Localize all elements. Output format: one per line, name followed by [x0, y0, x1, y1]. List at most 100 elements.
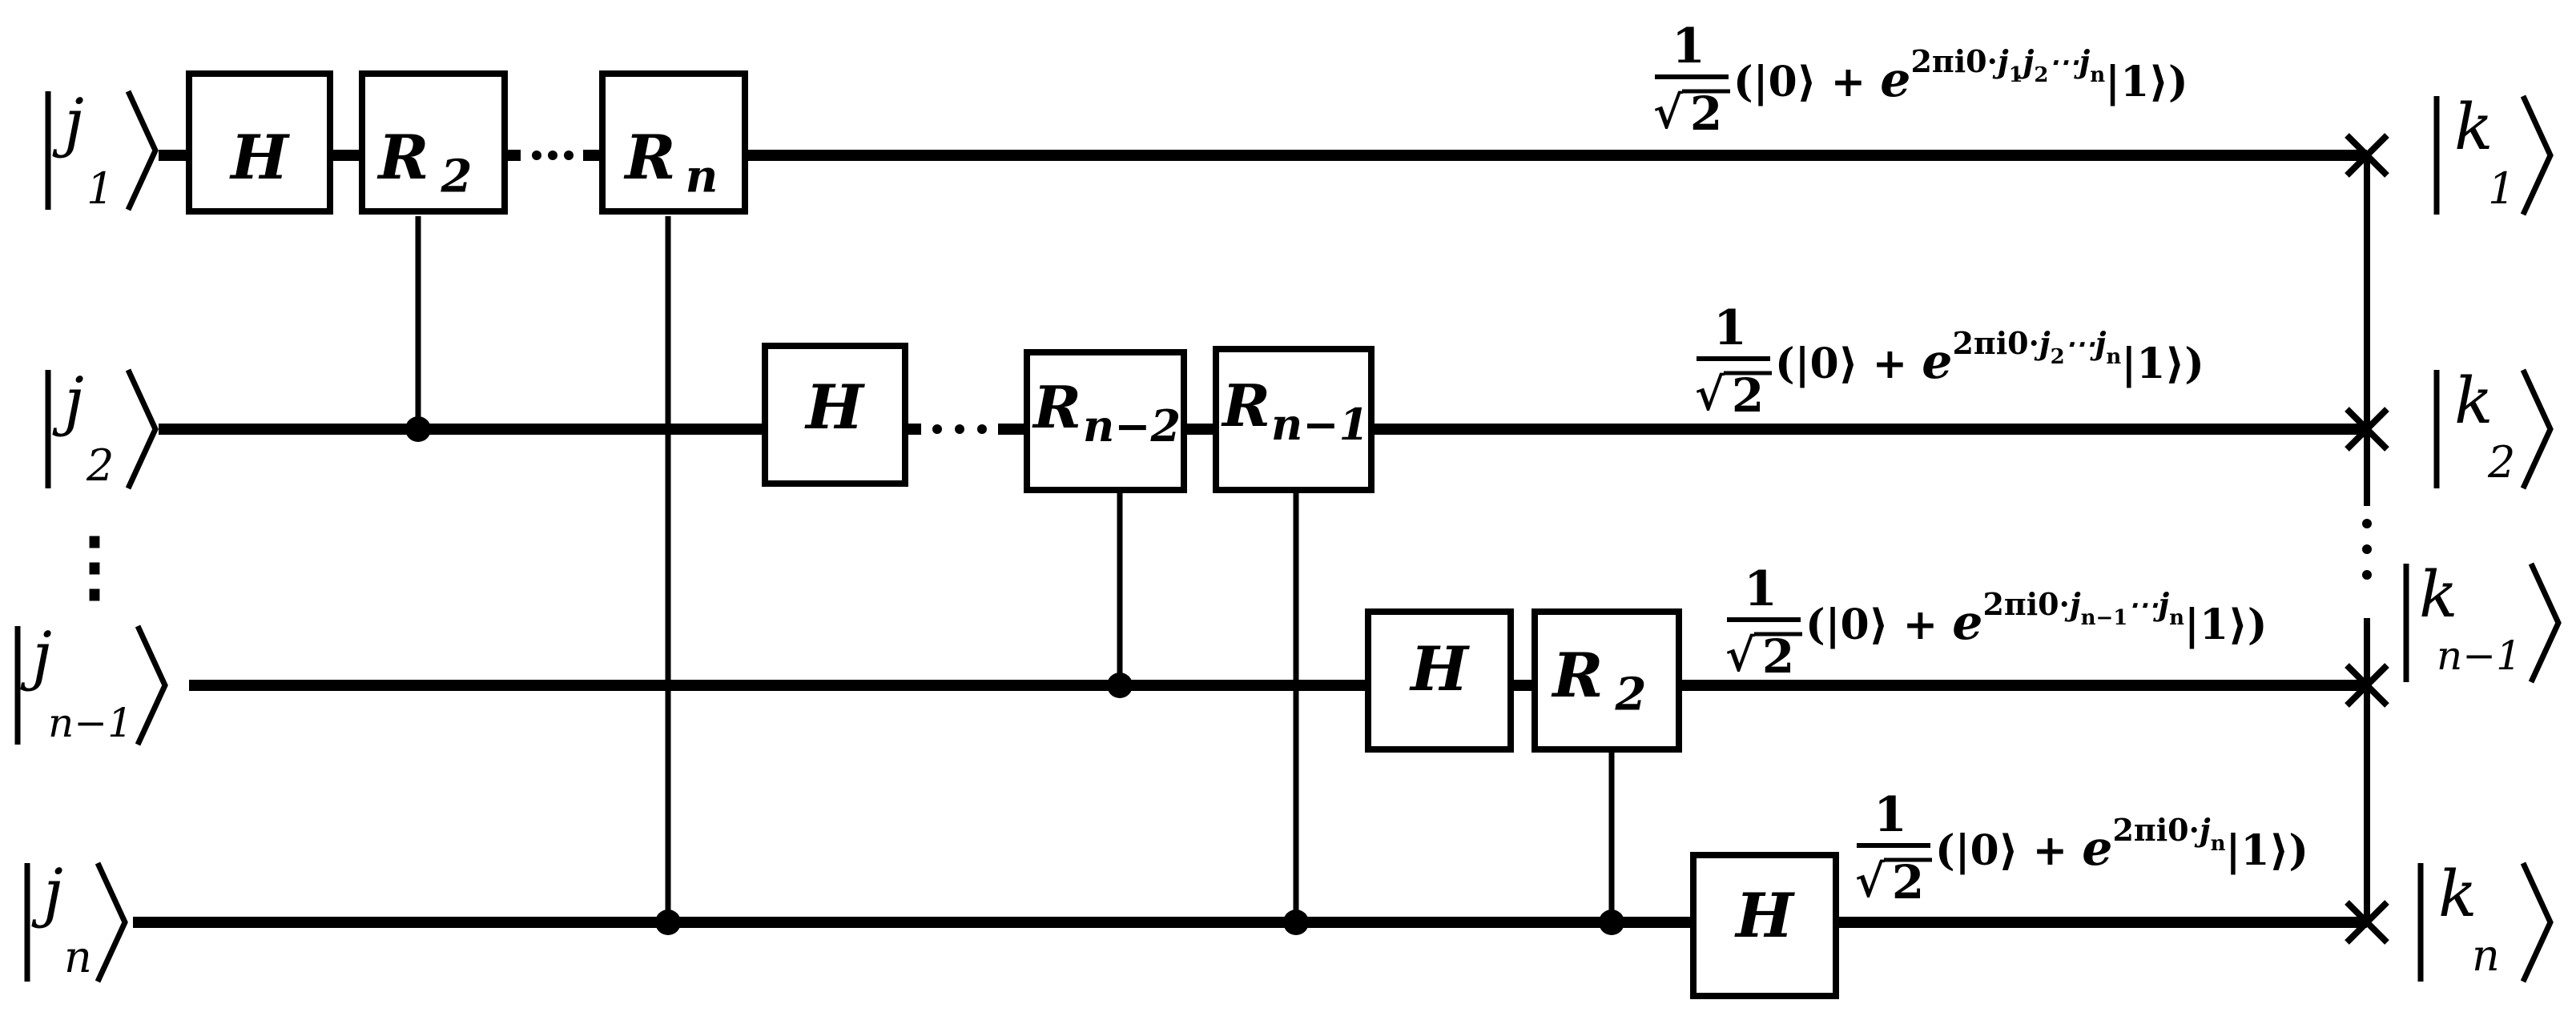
gate-rn1-q2-label: R — [1221, 371, 1270, 440]
swap-x-n — [2345, 900, 2389, 945]
swap-x-n1-b — [2345, 663, 2389, 708]
state-annotation-qn: 1√2(|0⟩ + e2πi0·jn|1⟩) — [1855, 787, 2308, 910]
ket-one-bar: | — [2225, 826, 2240, 875]
exp-prefix: 2πi0· — [2112, 812, 2199, 848]
control-dot-qn1-for-rn2 — [1107, 673, 1133, 698]
exp-prefix: 2πi0· — [1910, 43, 1997, 79]
space — [1866, 58, 1880, 106]
frac-denominator: 2 — [1762, 629, 1794, 684]
input-ket-j1: j 1 — [45, 85, 159, 214]
ket-angle — [2520, 368, 2554, 490]
qubit-wires — [133, 150, 2367, 928]
gate-rn1-q2: R n−1 — [1213, 346, 1375, 493]
gate-rn1-q2-sub: n−1 — [1271, 399, 1369, 450]
exp-base: e — [2082, 821, 2112, 877]
control-dot-qn-for-r2 — [1599, 910, 1624, 935]
ket-one: 1 — [2240, 826, 2269, 875]
space — [1888, 600, 1902, 649]
ket-zero: 0 — [1769, 58, 1797, 106]
gates: H R 2 R n H R n−2 R n−1 H — [186, 70, 1839, 999]
swap-x-2-b — [2345, 407, 2389, 452]
ket-angle — [95, 861, 128, 983]
swap-dot-b — [2362, 544, 2372, 554]
input-kets: j 1 j 2 ⋮ j n−1 j n — [14, 85, 168, 983]
ket-one-bar: | — [2121, 339, 2136, 388]
frac-sqrt: √ — [1653, 86, 1683, 139]
ket-angle — [2520, 861, 2554, 983]
control-lines — [415, 216, 1615, 922]
exp-term: ⋯j — [2065, 325, 2107, 361]
ket-sub: 1 — [87, 163, 114, 214]
ket-close: ⟩ — [1999, 826, 2019, 875]
plus-sign: + — [1903, 600, 1938, 649]
exp-term-sub: n — [2106, 345, 2121, 369]
ket-angle — [2520, 94, 2554, 216]
exp-term-sub: n — [2169, 606, 2184, 630]
output-ket-kn: k n — [2417, 857, 2554, 983]
frac-numerator: 1 — [1744, 561, 1777, 617]
state-annotation-q1: 1√2(|0⟩ + e2πi0·j1j2⋯jn|1⟩) — [1653, 18, 2188, 141]
space — [1816, 58, 1830, 106]
frac-numerator: 1 — [1874, 787, 1907, 843]
swap-dots — [2362, 519, 2372, 580]
gate-r2-q1-sub: 2 — [441, 151, 473, 203]
control-dot-qn-for-rn1 — [1283, 910, 1309, 935]
gate-rn2-q2-label: R — [1032, 373, 1081, 441]
gate-r2-qn1-box — [1532, 608, 1682, 753]
gate-r2-q1-box — [359, 70, 508, 215]
swap-dot-a — [2362, 519, 2372, 528]
frac-denominator: 2 — [1690, 86, 1722, 141]
dot-q2-a — [932, 424, 942, 434]
gate-r2-qn1: R 2 — [1532, 608, 1682, 753]
state-annotation-qn1: 1√2(|0⟩ + e2πi0·jn−1⋯jn|1⟩) — [1725, 561, 2268, 684]
ket-one-bar: | — [2105, 58, 2120, 106]
open-paren-bar: (| — [1805, 600, 1841, 649]
state-annotation-q2: 1√2(|0⟩ + e2πi0·j2⋯jn|1⟩) — [1695, 300, 2204, 423]
frac-sqrt: √ — [1725, 629, 1755, 682]
swap-network — [2345, 133, 2389, 945]
gate-h-q2-label: H — [804, 371, 865, 443]
ket-close: ⟩ — [1839, 339, 1858, 388]
gate-h-qn: H — [1690, 852, 1839, 999]
open-paren-bar: (| — [1935, 826, 1970, 875]
gate-h-q1-label: H — [229, 122, 290, 193]
exp-term-sub: n — [2090, 63, 2105, 87]
output-kets: k 1 k 2 k n−1 k n — [2403, 90, 2562, 983]
gate-rn-q1: R n — [599, 70, 748, 215]
ket-label: j — [52, 363, 84, 438]
gate-h-qn1: H — [1365, 608, 1514, 753]
gate-r2-qn1-sub: 2 — [1615, 669, 1647, 721]
ket-angle — [125, 368, 159, 490]
exp-prefix: 2πi0· — [1982, 586, 2069, 622]
dot-q2-b — [955, 424, 964, 434]
input-ket-jn: j n — [24, 855, 128, 983]
ket-label: k — [2419, 557, 2457, 632]
space — [1907, 339, 1922, 388]
gate-rn-q1-sub: n — [686, 151, 718, 203]
close-ket-paren: ⟩) — [2165, 339, 2204, 388]
state-expression: (|0⟩ + e2πi0·j1j2⋯jn|1⟩) — [1733, 43, 2188, 108]
gate-rn-q1-label: R — [623, 122, 675, 193]
gate-h-qn1-label: H — [1409, 633, 1470, 705]
ket-angle — [135, 624, 168, 746]
ket-angle — [125, 90, 159, 211]
gate-rn2-q2-box — [1024, 349, 1187, 493]
ket-label: k — [2438, 857, 2477, 931]
exp-term: ⋯j — [2049, 43, 2091, 79]
ket-angle — [2528, 562, 2562, 684]
gate-rn2-q2: R n−2 — [1024, 349, 1187, 493]
control-dots — [405, 416, 1624, 935]
gate-r2-q1: R 2 — [359, 70, 508, 215]
frac-numerator: 1 — [1672, 18, 1705, 74]
gate-h-qn-label: H — [1734, 880, 1795, 951]
exp-term-sub: 2 — [2051, 345, 2065, 369]
exp-term-sub: 2 — [2034, 63, 2048, 87]
close-ket-paren: ⟩) — [2228, 600, 2267, 649]
open-paren-bar: (| — [1733, 58, 1769, 106]
gate-rn2-q2-sub: n−2 — [1083, 400, 1181, 452]
plus-sign: + — [2033, 826, 2068, 875]
dot-q2-c — [977, 424, 987, 434]
ket-sub: n−1 — [2437, 632, 2522, 679]
ket-one: 1 — [2120, 58, 2149, 106]
close-ket-paren: ⟩) — [2149, 58, 2188, 106]
